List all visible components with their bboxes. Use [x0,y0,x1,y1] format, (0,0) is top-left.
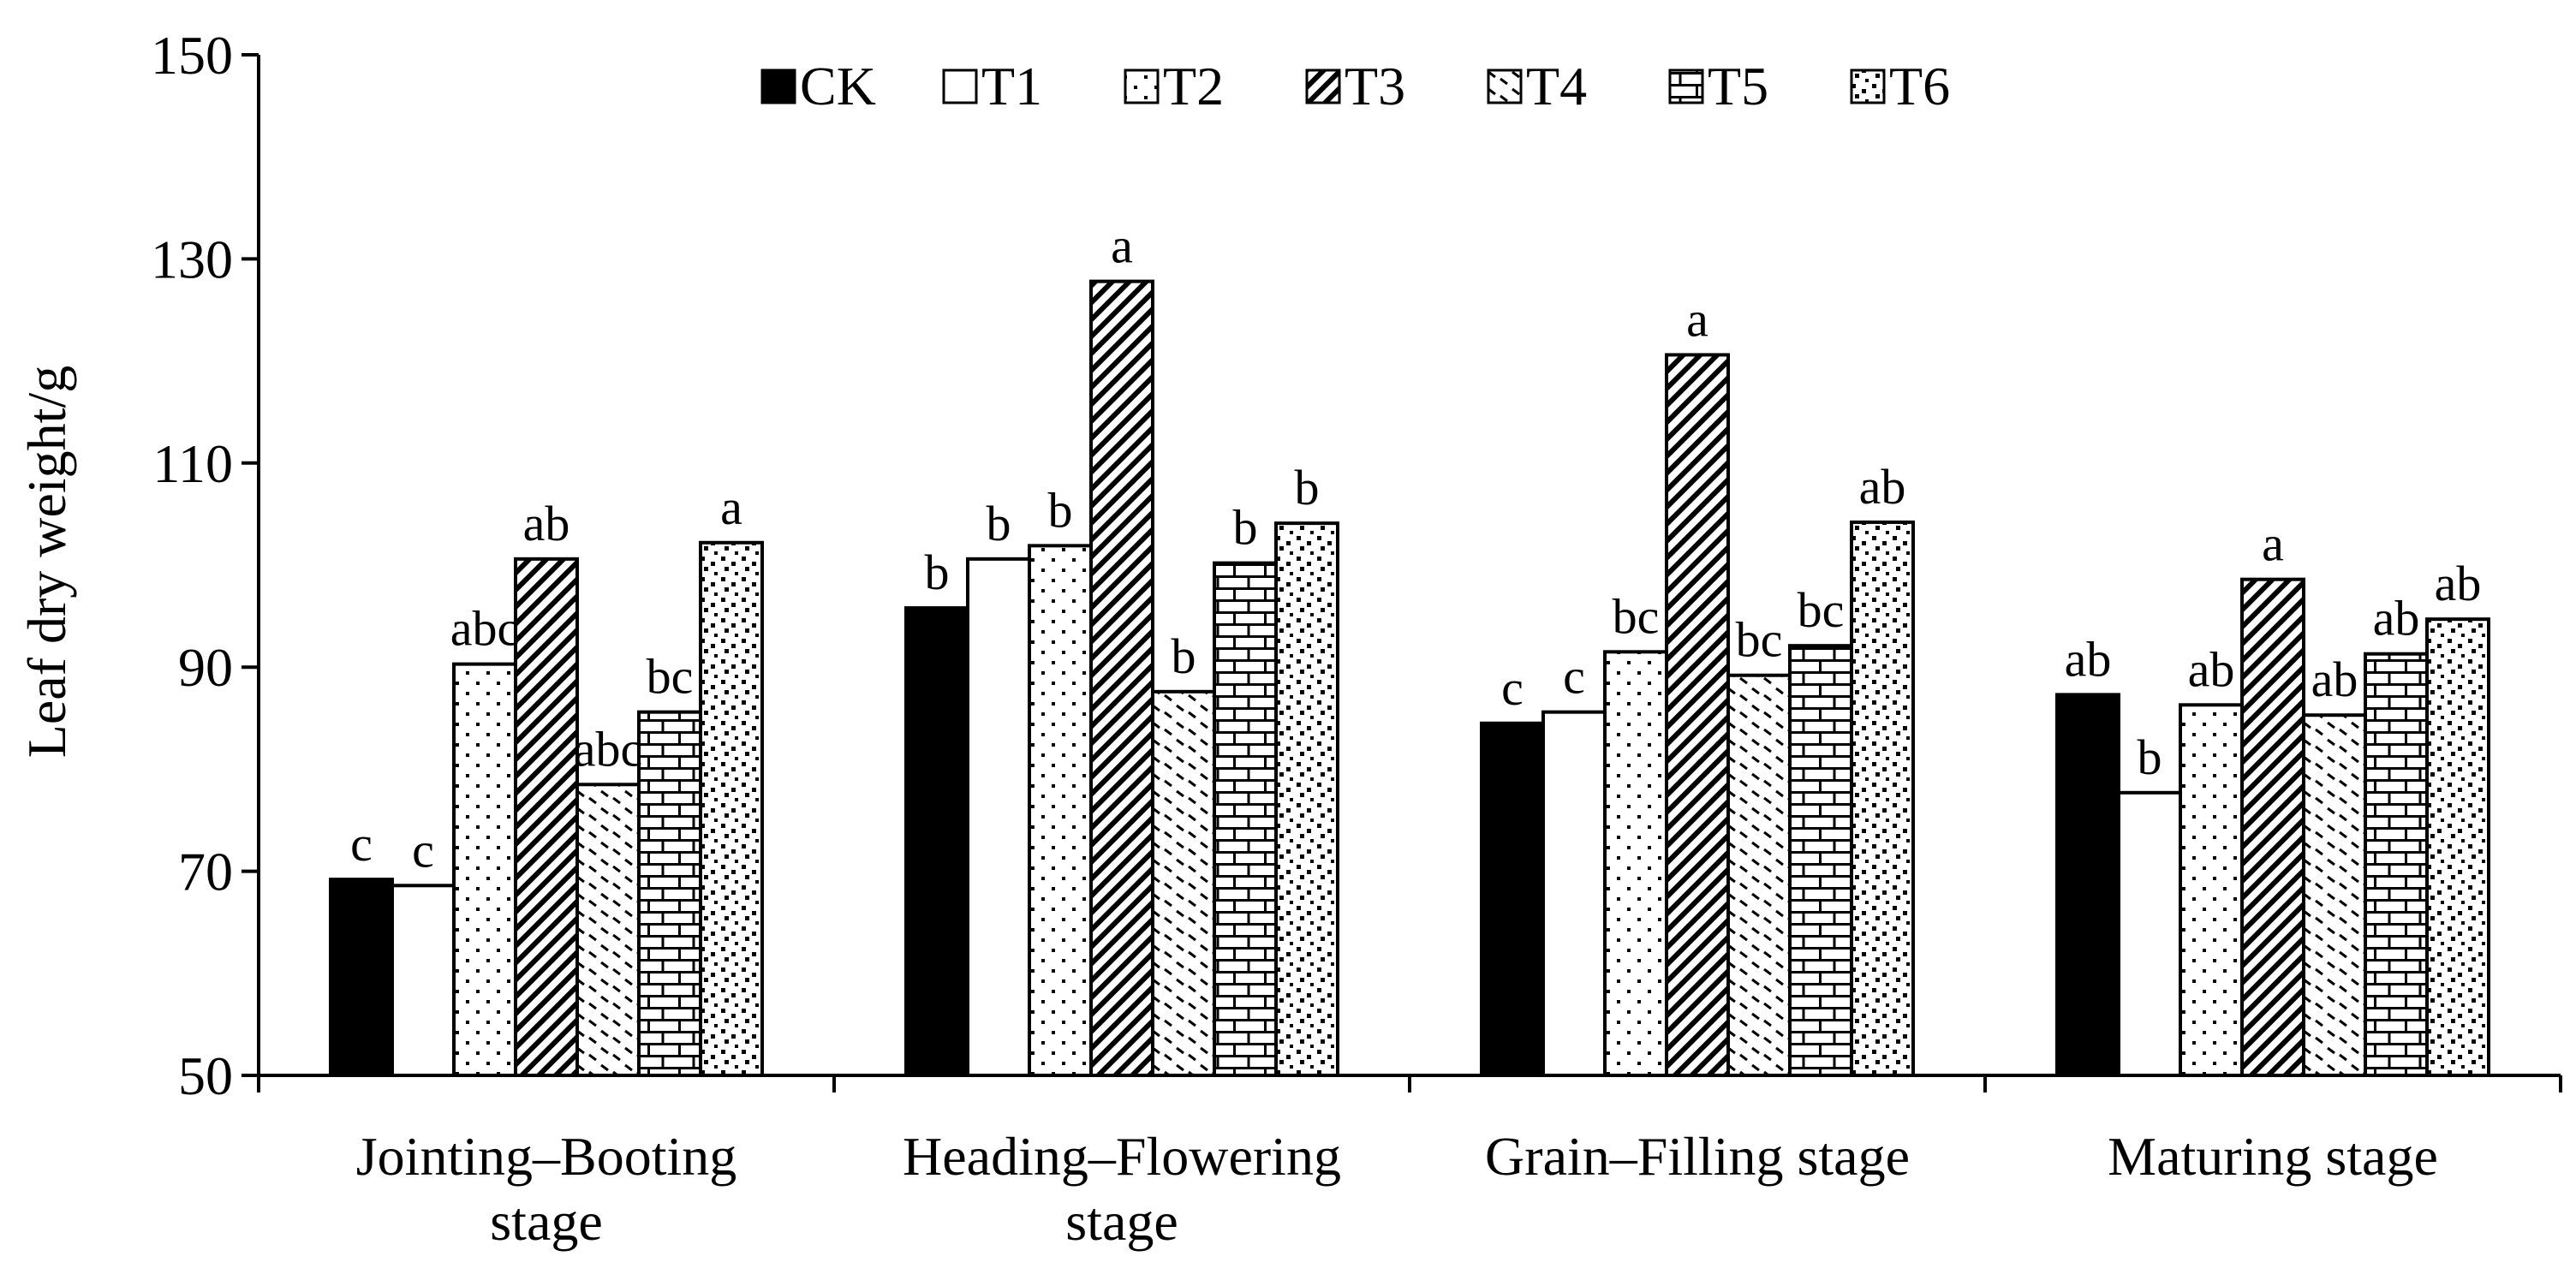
bar-t4 [2302,713,2367,1077]
legend-label-t5: T5 [1708,56,1768,116]
significance-letter: a [1686,291,1708,347]
significance-letter: ab [2188,641,2235,697]
bar-t4 [1726,673,1792,1078]
bar-t3 [1665,353,1730,1077]
bar-t3 [1089,279,1154,1077]
bar-t6 [1850,520,1915,1077]
significance-letter: b [925,545,950,600]
significance-letter: a [1111,218,1133,274]
significance-letter: abc [574,721,643,777]
significance-letter: b [1172,628,1196,684]
y-tick-label: 130 [151,229,233,289]
legend: CK T1 T2 T3 T4 T5 T6 [760,56,1950,116]
significance-letter: b [1048,482,1073,538]
bars [329,279,2490,1078]
legend-swatch-t4 [1487,68,1523,104]
significance-letter: ab [2065,631,2112,687]
bar-t5 [1213,561,1278,1077]
bar-t6 [2425,617,2490,1077]
bar-t1 [2117,790,2182,1077]
significance-letter: abc [450,601,520,657]
y-tick-label: 90 [178,637,233,698]
legend-swatch-t2 [1124,68,1160,104]
bar-t6 [1274,521,1339,1077]
bar-t1 [966,557,1031,1077]
significance-letter: ab [523,496,570,551]
legend-label-ck: CK [800,56,876,116]
y-tick-label: 50 [178,1045,233,1106]
legend-label-t4: T4 [1526,56,1587,116]
bar-t4 [575,783,641,1078]
significance-letter: ab [1859,459,1906,515]
x-tick-label-line: Grain–Filling stage [1485,1126,1910,1187]
bar-t4 [1151,689,1216,1077]
y-axis-title: Leaf dry weight/g [16,366,77,759]
bar-t3 [2240,577,2305,1077]
bar-t5 [637,710,702,1077]
bar-t2 [452,662,517,1078]
y-tick-label: 70 [178,842,233,902]
significance-letter: c [1563,649,1585,705]
legend-swatch-t5 [1668,68,1704,104]
bar-ck [1480,721,1545,1077]
legend-swatch-t3 [1305,68,1341,104]
x-tick-label-line: Jointing–Booting [356,1126,737,1187]
significance-letter: bc [1613,588,1660,644]
significance-letter: ab [2311,652,2358,707]
significance-letter: bc [1736,612,1783,668]
bar-ck [329,878,394,1077]
legend-label-t1: T1 [981,56,1042,116]
legend-label-t3: T3 [1345,56,1405,116]
y-axis-label: Leaf dry weight/g [16,366,77,759]
significance-letter: b [2138,729,2162,785]
legend-swatch-t1 [942,68,978,104]
bar-t2 [1028,544,1093,1077]
x-tick-label: Grain–Filling stage [1485,1126,1910,1187]
bar-t1 [391,884,456,1077]
significance-letter: b [1233,500,1258,556]
bar-t2 [2179,703,2244,1078]
legend-swatch-ck [760,68,796,104]
significance-letter: c [350,816,373,872]
bar-t2 [1603,650,1668,1077]
x-tick-label-line: Maturing stage [2108,1126,2438,1187]
legend-swatch-t6 [1850,68,1886,104]
significance-letter: bc [647,649,694,705]
bar-ck [904,606,969,1077]
legend-label-t2: T2 [1163,56,1224,116]
significance-letter: c [412,822,434,878]
bar-t5 [1788,644,1853,1078]
significance-letter: b [987,496,1011,551]
y-tick-label: 150 [151,25,233,86]
x-tick-label-line: stage [490,1191,603,1252]
bar-ck [2055,693,2120,1077]
significance-letter: ab [2435,556,2482,611]
axes: 50 70 90 110 130 150 [151,25,2562,1106]
significance-letter: c [1501,660,1524,716]
significance-letter: bc [1798,582,1845,638]
bar-t6 [699,540,764,1077]
legend-label-t6: T6 [1889,56,1950,116]
significance-letter: a [2262,516,2284,572]
y-tick-label: 110 [152,433,233,494]
x-tick-label-line: Heading–Flowering [903,1126,1341,1187]
x-tick-label-line: stage [1065,1191,1178,1252]
bar-t3 [514,557,579,1077]
x-tick-label: Maturing stage [2108,1126,2438,1187]
significance-letter: b [1295,460,1320,515]
bar-t5 [2364,652,2429,1077]
bar-t1 [1541,710,1607,1077]
significance-letter: ab [2373,591,2420,646]
significance-letter: a [720,479,742,535]
